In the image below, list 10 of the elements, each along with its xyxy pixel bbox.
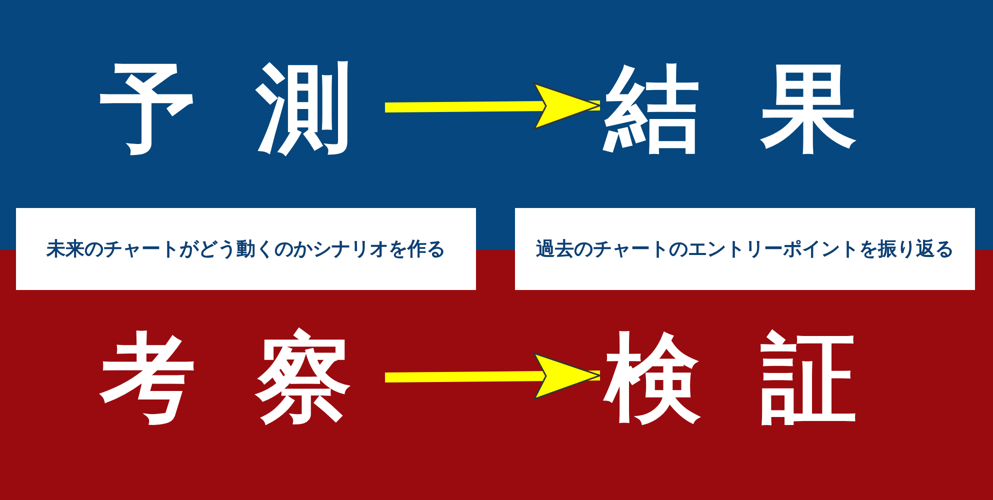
heading-text: 考察 (100, 330, 385, 425)
heading-text: 結果 (605, 60, 890, 155)
heading-text: 予測 (100, 60, 385, 155)
text-card (515, 208, 975, 290)
description-text: 未来のチャートがどう動くのかシナリオを作る (46, 237, 446, 262)
arrow (384, 352, 601, 400)
arrow (384, 82, 601, 130)
text-card (16, 208, 476, 290)
heading-text: 検証 (605, 330, 890, 425)
description-text: 過去のチャートのエントリーポイントを振り返る (536, 237, 954, 262)
